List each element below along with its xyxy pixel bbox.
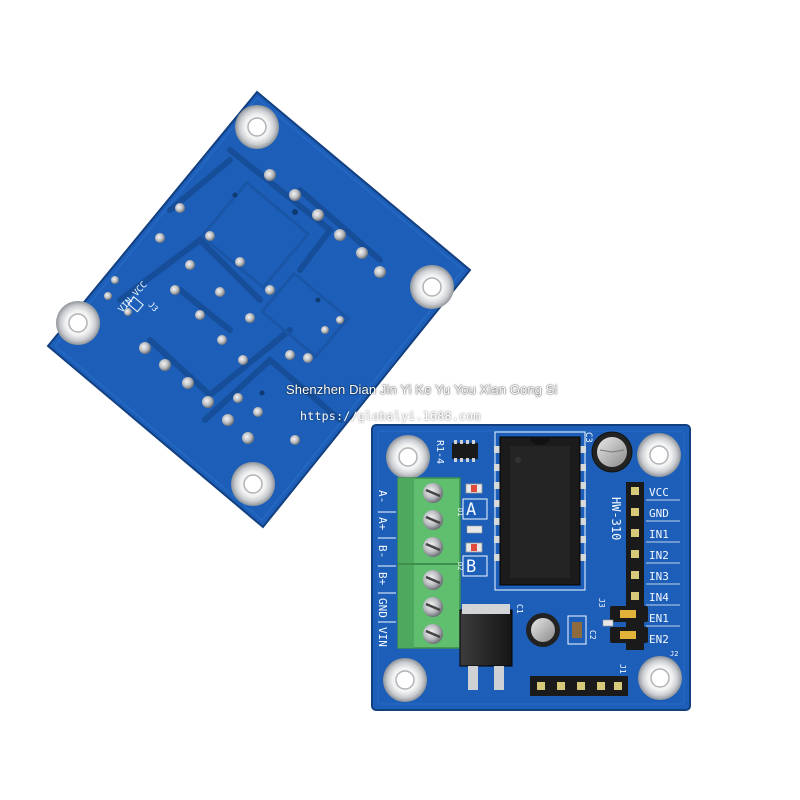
jumper-caps: [610, 606, 648, 643]
terminal-screws: [423, 483, 443, 644]
front-board: R1-4 A- A+ B- B+ GND VIN: [371, 424, 691, 711]
silk-channel-a: A: [466, 500, 476, 520]
silk-c2: C2: [588, 630, 597, 640]
right-pin-labels: VCC GND IN1 IN2 IN3 IN4 EN1 EN2: [646, 486, 680, 646]
pin-label-en2: EN2: [649, 633, 669, 646]
right-pin-header: [626, 482, 644, 650]
front-mount-hole-bl: [383, 658, 427, 702]
back-board-substrate: [46, 90, 472, 529]
back-solder-joints: [104, 169, 386, 445]
silk-j2: J2: [670, 650, 678, 658]
led-d2: [465, 542, 483, 553]
screw-terminal-block: [397, 477, 461, 649]
silk-d2: D2: [456, 562, 464, 570]
led-d1: [465, 483, 483, 494]
silk-d1: D1: [456, 508, 464, 516]
silk-vin: VIN: [376, 627, 389, 647]
silk-j3: J3: [597, 598, 606, 608]
silk-a-plus: A+: [376, 517, 389, 531]
capacitor-c1: [526, 613, 560, 647]
pin-label-in2: IN2: [649, 549, 669, 562]
left-terminal-labels: A- A+ B- B+ GND VIN: [376, 490, 396, 647]
silk-b-plus: B+: [376, 572, 389, 586]
pin-label-in3: IN3: [649, 570, 669, 583]
ic-socket-pins-right: [578, 446, 586, 561]
back-mount-hole-right: [410, 265, 454, 309]
front-mount-hole-br: [638, 656, 682, 700]
back-mount-hole-left: [56, 301, 100, 345]
watermark-company: Shenzhen Dian Jin Yi Ke Yu You Xian Gong…: [286, 382, 558, 397]
silk-c1: C1: [515, 604, 524, 614]
silk-channel-b: B: [466, 557, 476, 577]
silk-j1: J1: [618, 664, 627, 674]
silk-model: HW-310: [609, 497, 623, 540]
back-board: VIN-VCC J3: [46, 90, 472, 529]
silk-r1-4: R1-4: [434, 440, 445, 464]
back-mount-hole-top: [235, 105, 279, 149]
pin-label-in1: IN1: [649, 528, 669, 541]
watermark-url: https://globalyi.1688.com: [300, 409, 481, 423]
back-board-traces: [117, 147, 383, 423]
silk-gnd: GND: [376, 598, 389, 618]
back-mount-hole-bottom: [231, 462, 275, 506]
pin-label-gnd: GND: [649, 507, 669, 520]
voltage-regulator: [459, 604, 513, 690]
pin-label-en1: EN1: [649, 612, 669, 625]
capacitor-c2: [567, 615, 587, 645]
front-mount-hole-tl: [386, 435, 430, 479]
silk-b-minus: B-: [376, 545, 389, 558]
pin-label-in4: IN4: [649, 591, 669, 604]
front-mount-hole-tr: [637, 433, 681, 477]
pin-label-vcc: VCC: [649, 486, 669, 499]
silk-c3: C3: [583, 432, 593, 443]
silk-a-minus: A-: [376, 490, 389, 503]
resistor-array: [452, 440, 478, 462]
ic-socket-pins-left: [494, 446, 502, 561]
driver-ic: [494, 431, 586, 591]
capacitor-c3: [591, 431, 633, 473]
header-j1: [530, 676, 628, 696]
